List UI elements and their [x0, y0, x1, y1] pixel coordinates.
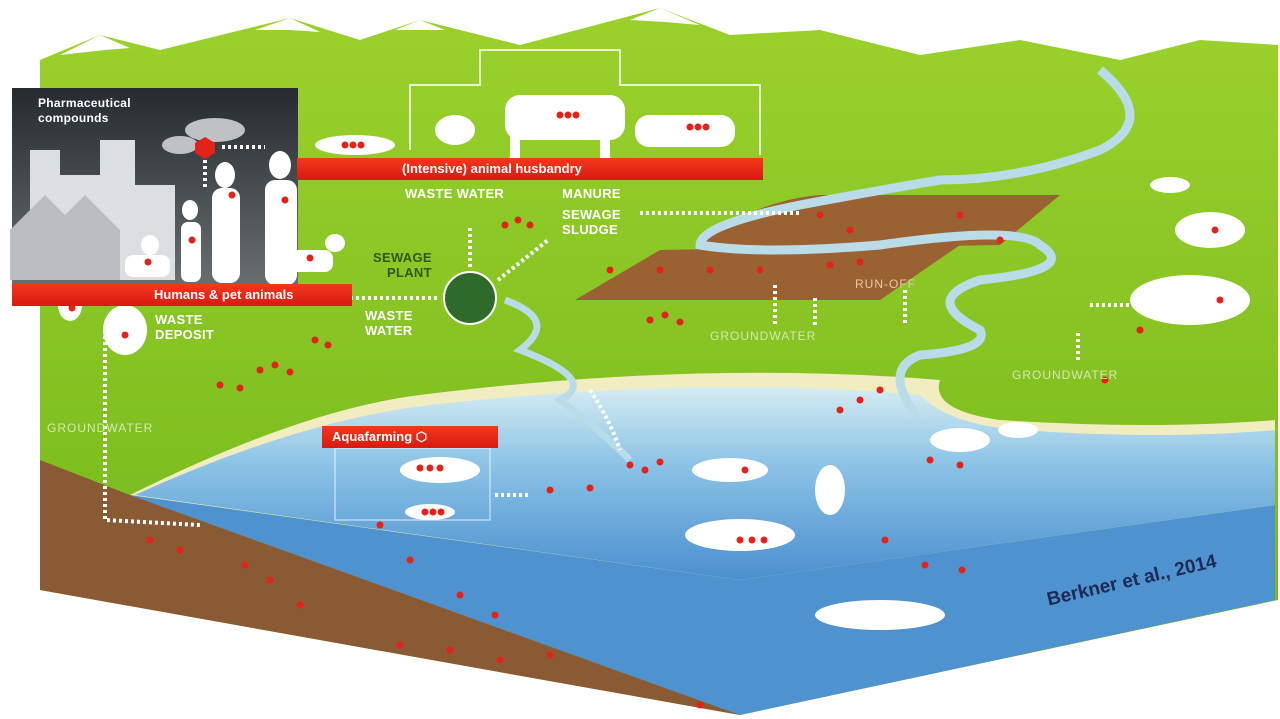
waste-water-top-label: WASTE WATER: [405, 186, 505, 201]
flow-arrows: [103, 145, 1130, 527]
husbandry-label: (Intensive) animal husbandry: [402, 161, 582, 176]
city-silhouette: [10, 140, 175, 280]
waste-water-line1: WASTE: [365, 308, 413, 323]
sewage-plant-line1: SEWAGE: [373, 250, 432, 265]
runoff-label: RUN-OFF: [855, 277, 916, 291]
groundwater-mid-label: GROUNDWATER: [710, 329, 817, 343]
people-silhouettes: [125, 118, 345, 285]
waste-deposit-line2: DEPOSIT: [155, 327, 215, 342]
river: [695, 66, 1135, 423]
aquafarming-bar: Aquafarming ⬡: [322, 426, 498, 448]
compound-hexagon-icon: [195, 137, 215, 159]
sewage-plant-icon: [443, 271, 497, 325]
sewage-sludge-line1: SEWAGE: [562, 207, 621, 222]
waste-water-line2: WATER: [365, 323, 413, 338]
water-front: [130, 495, 1275, 715]
husbandry-bar: (Intensive) animal husbandry: [297, 158, 763, 180]
soil-layer: [40, 460, 740, 715]
aquafarm-net: [334, 447, 491, 521]
sewage-plant-line2: PLANT: [387, 265, 432, 280]
manure-label: MANURE: [562, 186, 621, 201]
groundwater-left-label: GROUNDWATER: [47, 421, 154, 435]
animal-silhouettes: [58, 95, 1250, 630]
humans-label: Humans & pet animals: [154, 287, 294, 302]
hexagon-icon: ⬡: [415, 429, 428, 444]
groundwater-right-label: GROUNDWATER: [1012, 368, 1119, 382]
aquafarming-label: Aquafarming: [332, 429, 413, 444]
pharmaceutical-particles: [68, 111, 1224, 709]
barn-outline: [409, 49, 761, 155]
field-lower: [575, 245, 960, 300]
humans-bar: Humans & pet animals: [12, 284, 352, 306]
pharma-label-text: Pharmaceutical compounds: [38, 96, 131, 125]
stream: [503, 296, 633, 463]
sewage-sludge-line2: SLUDGE: [562, 222, 618, 237]
pharma-label: Pharmaceutical compounds: [38, 96, 148, 126]
waste-deposit-line1: WASTE: [155, 312, 203, 327]
